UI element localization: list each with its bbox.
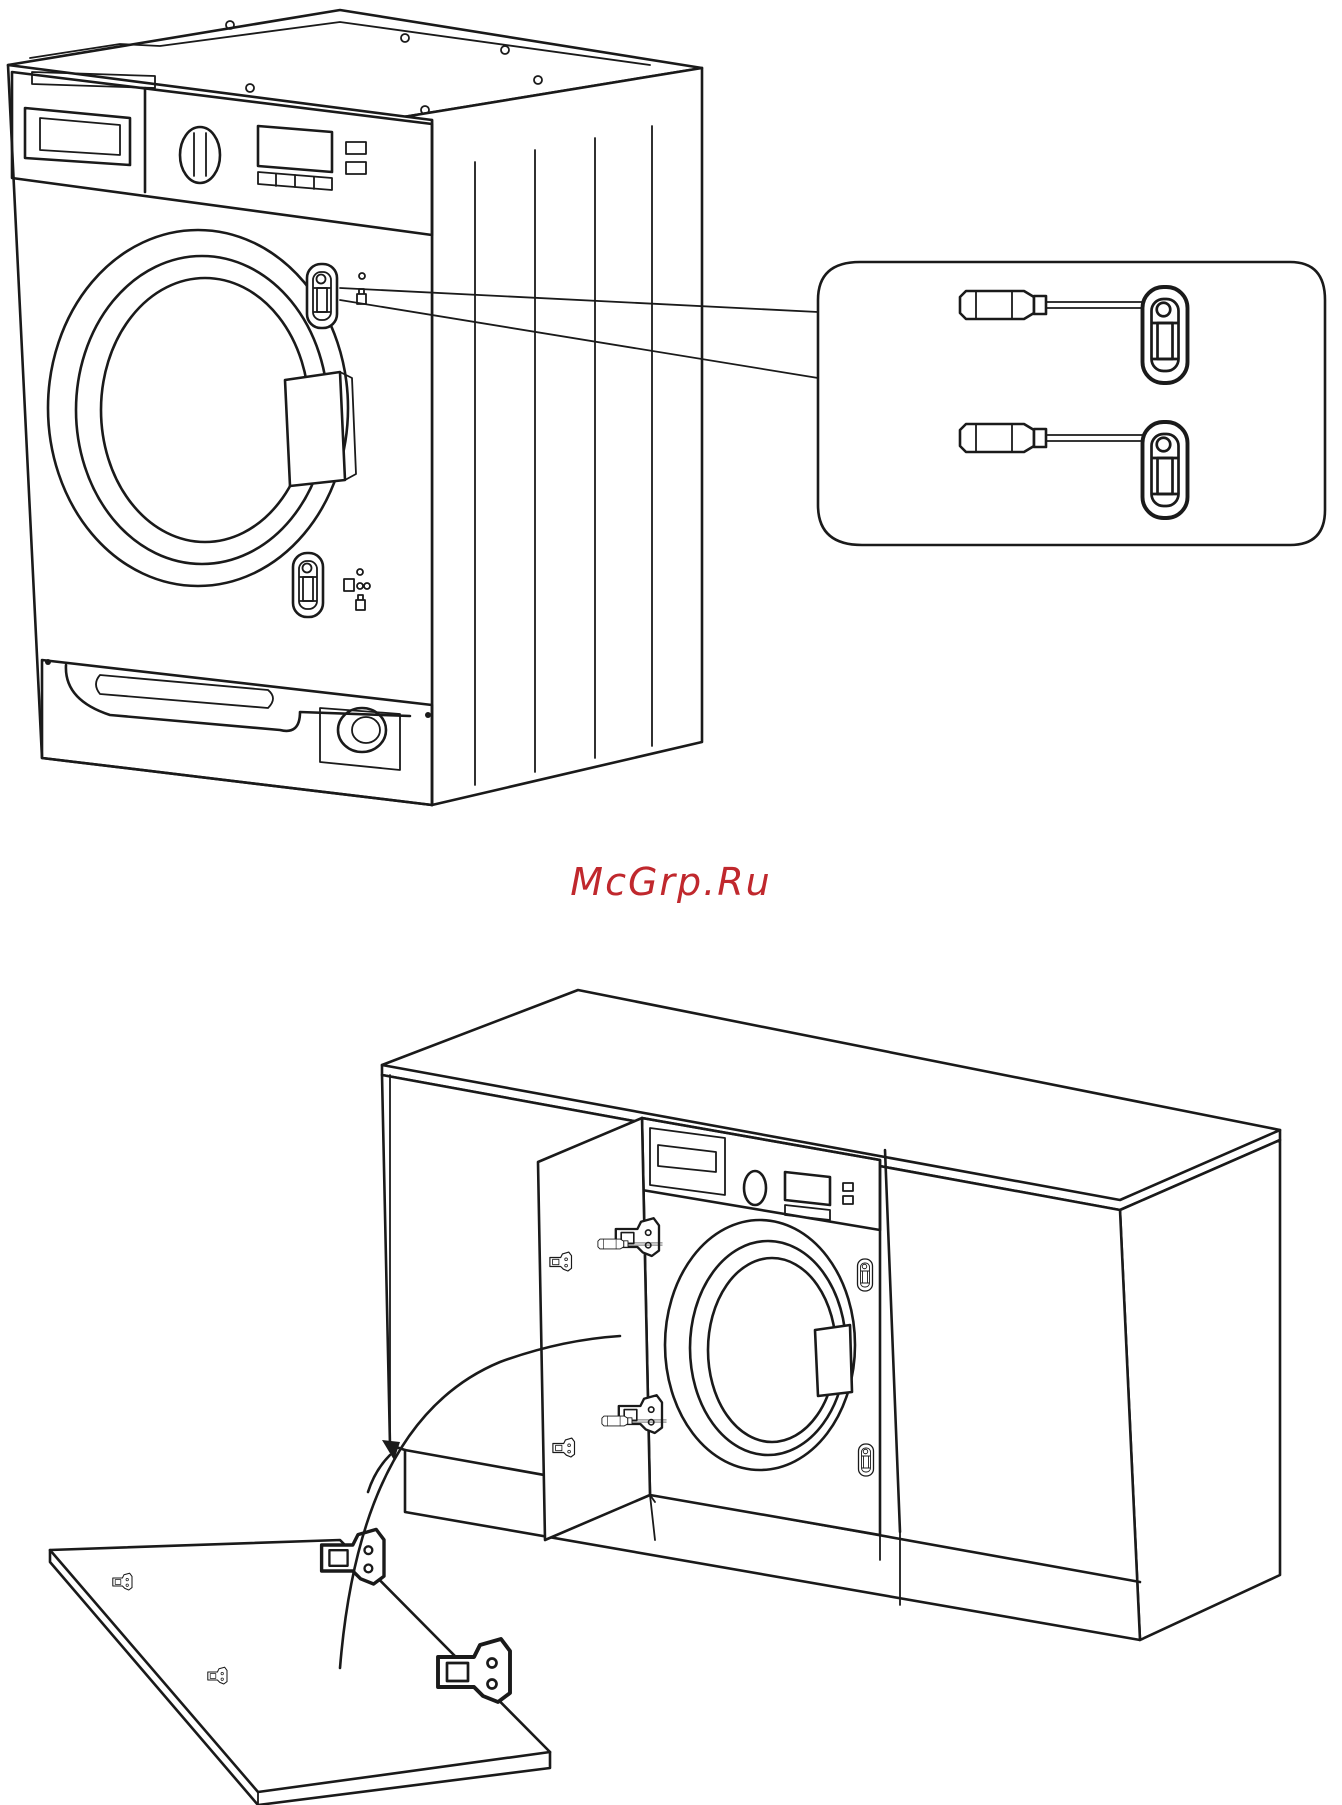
hinge-plate-icon xyxy=(1143,422,1188,518)
hinge-plate-icon xyxy=(307,264,337,328)
washing-machine-icon xyxy=(8,10,702,805)
hinge-plate-icon xyxy=(293,553,323,617)
cabinet-door-panel-icon xyxy=(50,1529,550,1805)
hinge-plate-icon xyxy=(1143,287,1188,383)
watermark-text: McGrp.Ru xyxy=(0,860,1342,904)
cabinet-door-panel-icon xyxy=(538,1118,650,1540)
kitchen-cabinet-icon xyxy=(382,990,1280,1640)
